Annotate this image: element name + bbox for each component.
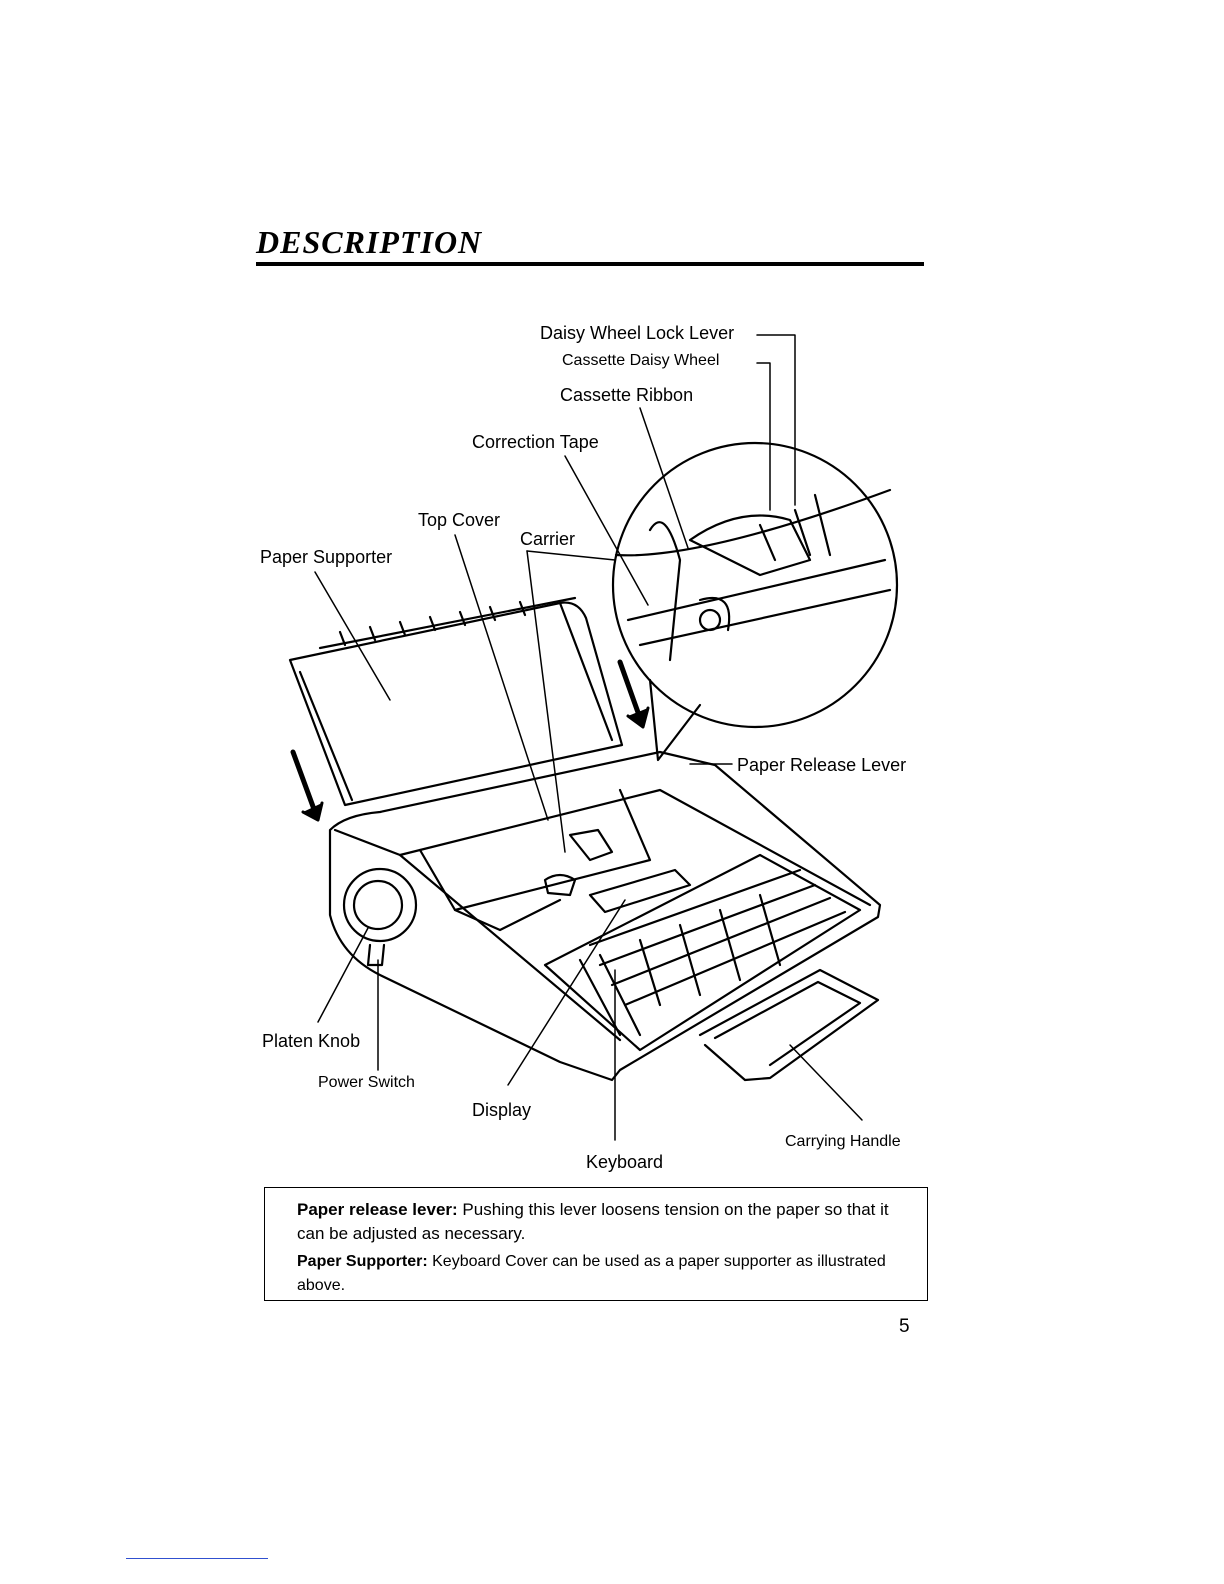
paper-supporter-drawing	[288, 596, 624, 807]
label-keyboard: Keyboard	[586, 1152, 664, 1172]
carrying-handle-drawing	[698, 968, 880, 1082]
label-cassette-daisy-wheel: Cassette Daisy Wheel	[562, 352, 720, 369]
note-paper-release-lever: Paper release lever: Pushing this lever …	[297, 1200, 889, 1243]
label-power-switch: Power Switch	[318, 1074, 415, 1091]
label-platen-knob: Platen Knob	[262, 1031, 361, 1051]
page-heading: DESCRIPTION	[256, 224, 483, 260]
label-carrier: Carrier	[520, 529, 576, 549]
label-paper-supporter: Paper Supporter	[260, 547, 393, 567]
label-cassette-ribbon: Cassette Ribbon	[560, 385, 694, 405]
notes-box: Paper release lever: Pushing this lever …	[264, 1187, 928, 1301]
magnified-view-drawing	[611, 441, 899, 762]
label-top-cover: Top Cover	[418, 510, 501, 530]
label-display: Display	[472, 1100, 532, 1120]
label-daisy-wheel-lock-lever: Daisy Wheel Lock Lever	[540, 323, 735, 343]
heading-rule	[256, 262, 924, 266]
page-number: 5	[899, 1316, 910, 1337]
label-paper-release-lever: Paper Release Lever	[737, 755, 907, 775]
label-carrying-handle: Carrying Handle	[785, 1133, 901, 1150]
leader-lines	[314, 334, 863, 1141]
footer-line	[126, 1558, 268, 1559]
note-paper-supporter: Paper Supporter: Keyboard Cover can be u…	[297, 1253, 886, 1294]
typewriter-body-drawing	[328, 750, 882, 1082]
label-correction-tape: Correction Tape	[472, 432, 599, 452]
